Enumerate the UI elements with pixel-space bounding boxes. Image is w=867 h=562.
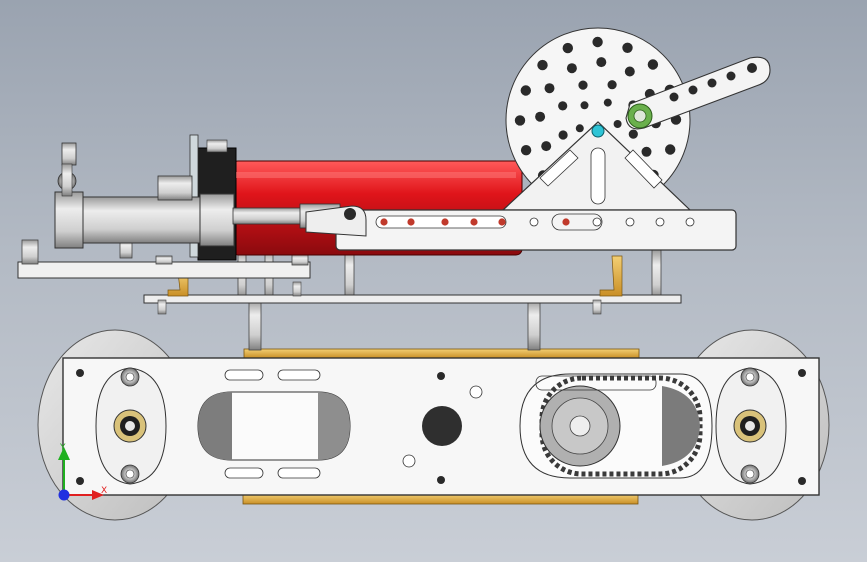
flywheel-hole — [596, 57, 607, 68]
flywheel-hole — [520, 145, 532, 156]
flywheel-hole — [603, 98, 612, 107]
flywheel-hole — [558, 130, 568, 140]
flywheel-hole — [514, 115, 526, 126]
flywheel-hole — [665, 144, 676, 155]
flywheel-hole — [537, 59, 548, 71]
flywheel-hole — [647, 59, 659, 70]
left-bracket-plate — [17, 239, 311, 279]
flywheel-hole — [558, 101, 568, 111]
coordinate-triad — [58, 447, 104, 501]
link-holes-red — [380, 218, 570, 226]
flywheel-hole — [580, 101, 589, 110]
crank-arm — [625, 56, 771, 130]
cyan-pivot-pin — [591, 124, 605, 138]
flywheel-hole — [578, 80, 588, 90]
top-brass-plate — [243, 348, 640, 359]
triad-x-label: X — [101, 486, 108, 496]
flywheel-hole — [613, 120, 622, 128]
slotted-link-plate — [305, 205, 737, 251]
flywheel-hole — [607, 80, 617, 90]
flywheel-hole — [566, 63, 577, 74]
flywheel-hole — [562, 42, 573, 54]
flywheel-hole — [641, 146, 652, 157]
flywheel-hole — [624, 66, 635, 77]
flywheel-hole — [520, 85, 531, 96]
left-idler-window — [197, 369, 351, 479]
actuator-body — [54, 142, 235, 249]
flywheel-hole — [575, 124, 584, 133]
left-bearing-housing — [95, 367, 167, 485]
flywheel-hole — [628, 129, 638, 139]
flywheel-hole — [535, 111, 546, 122]
triad-y-label: Y — [60, 443, 66, 453]
flywheel-hole — [544, 83, 555, 94]
center-large-hole — [422, 406, 462, 446]
drive-window — [519, 373, 713, 479]
flywheel-hole — [592, 36, 603, 48]
right-bearing-housing — [715, 367, 787, 485]
track-side-frame — [62, 357, 820, 496]
flywheel-hole — [541, 141, 552, 152]
flywheel-hole — [622, 42, 633, 53]
